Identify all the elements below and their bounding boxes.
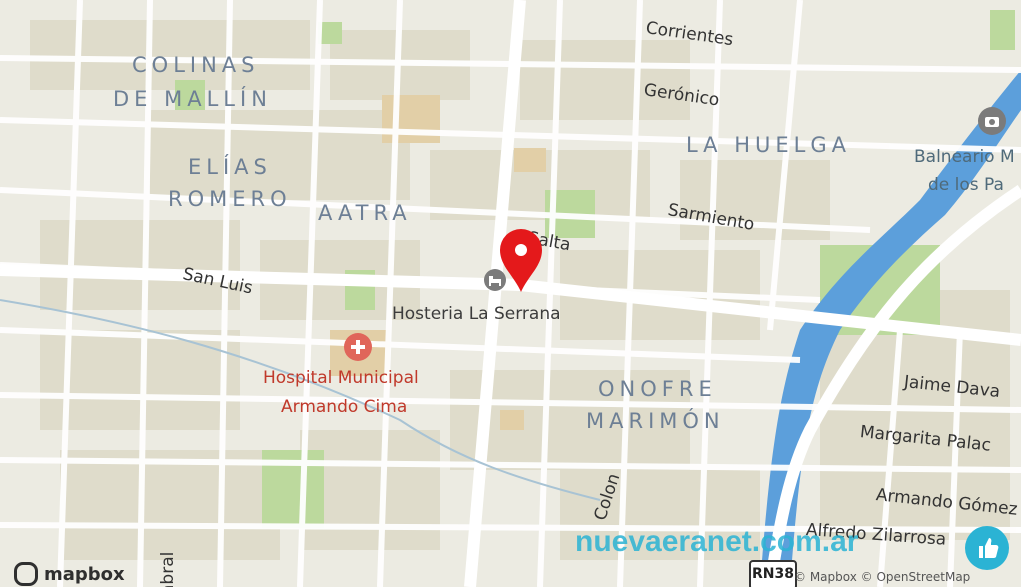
neighborhood-marimon: MARIMÓN <box>586 409 725 433</box>
neighborhood-la-huelga: LA HUELGA <box>686 133 851 157</box>
poi-balneario-line1[interactable]: Balneario M <box>914 147 1015 167</box>
poi-hosteria-la-serrana[interactable]: Hosteria La Serrana <box>392 304 561 324</box>
mapbox-logo-text: mapbox <box>44 563 125 585</box>
location-marker-icon[interactable] <box>498 228 544 298</box>
poi-hospital-line2[interactable]: Armando Cima <box>281 397 408 417</box>
watermark-text: nuevaeranet.com.ar <box>575 525 859 558</box>
thumbs-up-icon[interactable] <box>965 526 1009 570</box>
hospital-icon <box>344 333 372 361</box>
neighborhood-aatra: AATRA <box>318 201 412 225</box>
hotel-icon <box>484 269 506 291</box>
poi-hospital-line1[interactable]: Hospital Municipal <box>263 368 419 388</box>
route-shield-rn38: RN38 <box>749 560 797 587</box>
mapbox-icon <box>14 562 38 586</box>
poi-balneario-line2[interactable]: de los Pa <box>928 175 1004 195</box>
neighborhood-colinas: COLINAS <box>132 53 260 77</box>
street-abral: abral <box>158 551 178 587</box>
neighborhood-onofre: ONOFRE <box>598 377 717 401</box>
neighborhood-romero: ROMERO <box>168 187 292 211</box>
attribution-text[interactable]: © Mapbox © OpenStreetMap <box>794 570 971 584</box>
neighborhood-de-mallin: DE MALLÍN <box>113 87 272 111</box>
mapbox-logo[interactable]: mapbox <box>14 562 125 586</box>
camera-icon <box>978 107 1006 135</box>
neighborhood-elias: ELÍAS <box>188 155 272 179</box>
